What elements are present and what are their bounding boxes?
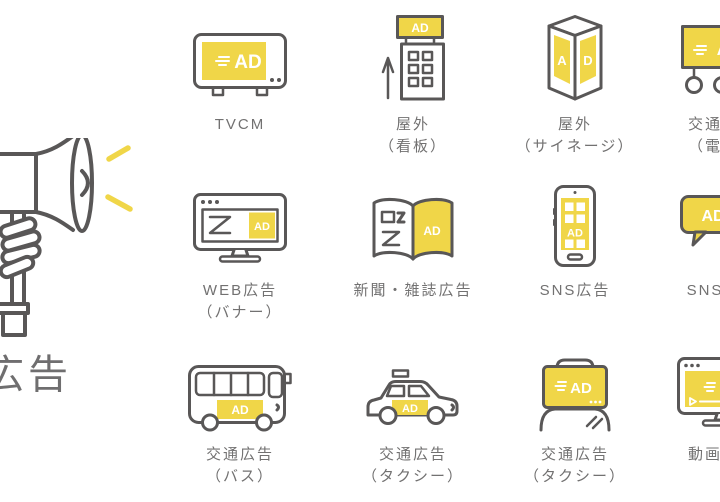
svg-text:AD: AD bbox=[411, 21, 429, 35]
svg-text:AD: AD bbox=[402, 403, 418, 415]
ad-type-tvcm: AD TVCM bbox=[170, 14, 310, 136]
ad-type-label: WEB広告 （バナー） bbox=[197, 282, 283, 321]
ad-type-bus: AD 交通広告 （バス） bbox=[170, 344, 310, 488]
ad-type-label: 交通広告 （タクシー） bbox=[523, 446, 626, 485]
ad-type-label: 屋外 （サイネージ） bbox=[515, 116, 635, 155]
svg-text:A: A bbox=[557, 53, 567, 68]
ad-type-sns-phone: AD SNS広告 bbox=[505, 180, 645, 302]
ad-type-label: SNS広告 bbox=[539, 282, 611, 299]
train-hanging-ad-icon: AD bbox=[681, 25, 720, 94]
svg-text:AD: AD bbox=[570, 380, 592, 397]
bus-icon: AD bbox=[188, 365, 292, 432]
ad-type-sns-bubbles: AD SNS広告 bbox=[652, 180, 720, 302]
speech-bubble-icon: AD bbox=[680, 195, 720, 247]
web-banner-icon: AD bbox=[193, 193, 287, 263]
ad-type-outdoor-signage: A D 屋外 （サイネージ） bbox=[505, 14, 645, 158]
ad-type-label: SNS広告 bbox=[686, 282, 720, 299]
signage-pillar-icon: A D bbox=[547, 15, 603, 101]
ad-type-train-ad: AD 交通広告 （電車） bbox=[652, 14, 720, 158]
ad-type-label: TVCM bbox=[214, 116, 266, 133]
ad-type-label: 動画広告 bbox=[687, 446, 720, 463]
svg-text:AD: AD bbox=[717, 40, 720, 59]
ad-type-label: 屋外 （看板） bbox=[378, 116, 447, 155]
ad-type-label: 交通広告 （バス） bbox=[205, 446, 274, 485]
svg-text:AD: AD bbox=[234, 52, 261, 73]
ad-type-web-banner: AD WEB広告 （バナー） bbox=[170, 180, 310, 324]
taxi-icon: AD bbox=[366, 369, 459, 425]
svg-text:AD: AD bbox=[701, 208, 720, 225]
megaphone-icon bbox=[0, 138, 133, 337]
ad-type-label: 交通広告 （電車） bbox=[687, 116, 720, 155]
ad-type-newspaper-magazine: AD 新聞・雑誌広告 bbox=[343, 180, 483, 302]
ad-type-outdoor-billboard: AD 屋外 （看板） bbox=[343, 14, 483, 158]
ad-type-label: 交通広告 （タクシー） bbox=[361, 446, 464, 485]
svg-text:AD: AD bbox=[231, 403, 249, 417]
headrest-monitor-icon: AD bbox=[539, 358, 611, 432]
svg-text:AD: AD bbox=[567, 228, 583, 240]
hand bbox=[0, 216, 42, 280]
ad-type-taxi-headrest: AD 交通広告 （タクシー） bbox=[505, 344, 645, 488]
smartphone-icon: AD bbox=[553, 185, 596, 267]
svg-text:D: D bbox=[583, 53, 592, 68]
ad-type-video: AD 動画広告 bbox=[652, 344, 720, 466]
billboard-icon: AD bbox=[381, 15, 445, 101]
tv-icon: AD bbox=[193, 33, 287, 97]
ad-type-taxi: AD 交通広告 （タクシー） bbox=[343, 344, 483, 488]
svg-text:AD: AD bbox=[254, 221, 270, 233]
video-player-icon: AD bbox=[677, 357, 720, 427]
magazine-icon: AD bbox=[372, 197, 454, 261]
svg-text:AD: AD bbox=[423, 224, 441, 238]
megaphone-caption: 広告 bbox=[0, 353, 72, 397]
ad-type-label: 新聞・雑誌広告 bbox=[353, 282, 473, 299]
